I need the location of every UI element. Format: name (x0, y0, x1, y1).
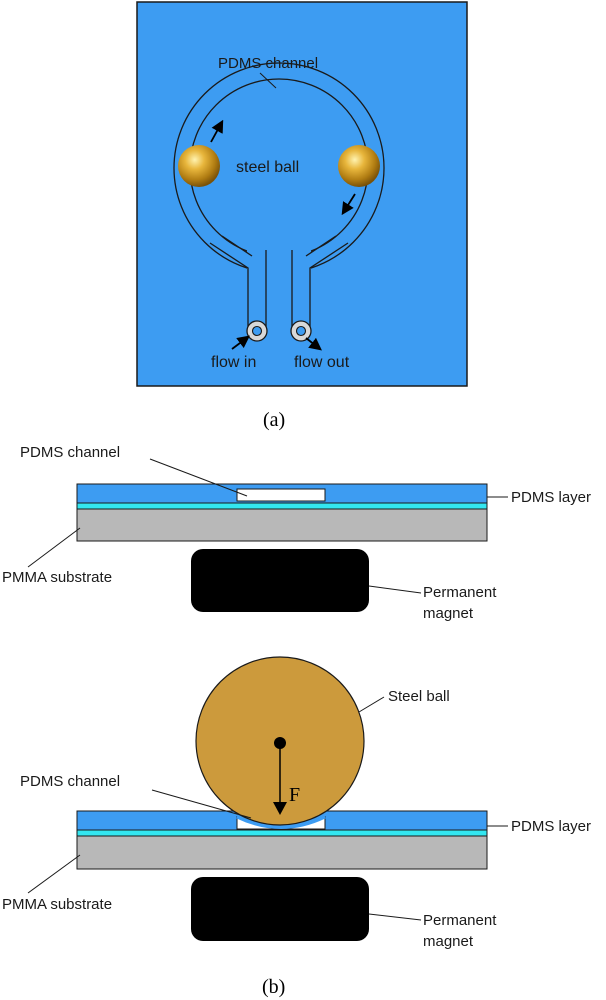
label-pdms-layer-b-bottom: PDMS layer (511, 818, 591, 835)
label-pmma-substrate-b-bottom: PMMA substrate (2, 896, 112, 913)
pmma-substrate-top (76, 508, 488, 542)
steel-ball-right (338, 145, 380, 187)
pdms-thin-layer-bottom (76, 829, 488, 837)
leader-ball-bottom (358, 696, 385, 713)
flow-in-arrow (231, 335, 251, 350)
label-magnet-b-top-line2: magnet (423, 605, 474, 622)
ball-center-dot (274, 737, 286, 749)
label-pdms-channel-b-top: PDMS channel (20, 444, 120, 461)
permanent-magnet-bottom (191, 877, 369, 941)
label-force: F (289, 784, 300, 806)
panel-a: PDMS channel steel ball flow in flow out… (136, 1, 468, 431)
caption-a: (a) (263, 409, 285, 431)
label-steel-ball-a: steel ball (236, 159, 299, 176)
inlet-channel (209, 242, 267, 330)
pdms-thin-layer-top (76, 502, 488, 510)
label-pdms-channel-b-bottom: PDMS channel (20, 773, 120, 790)
label-pdms-channel-a: PDMS channel (218, 55, 318, 72)
pdms-channel-top (236, 488, 326, 502)
leader-magnet-top (368, 585, 422, 594)
pmma-substrate-bottom (76, 835, 488, 870)
leader-substrate-top (27, 527, 81, 568)
leader-channel-bottom (151, 789, 252, 819)
flow-arrow-lower-right (341, 193, 356, 216)
leader-magnet-bottom (368, 913, 422, 921)
inlet-port (246, 320, 268, 342)
outlet-channel (291, 242, 349, 330)
label-magnet-b-top-line1: Permanent (423, 584, 497, 601)
flow-arrow-upper-left (210, 119, 224, 143)
panel-b-bottom: F Steel ball PDMS channel PDMS layer PMM… (2, 656, 591, 998)
label-magnet-b-bottom-line1: Permanent (423, 912, 497, 929)
force-arrow-head (273, 802, 287, 815)
leader-channel-top (149, 458, 248, 497)
leader-substrate-bottom (27, 854, 81, 894)
caption-b: (b) (262, 976, 285, 998)
label-flow-in: flow in (211, 354, 256, 371)
outlet-port (290, 320, 312, 342)
steel-ball-left (178, 145, 220, 187)
channel-label-leader (259, 72, 277, 89)
permanent-magnet-top (191, 549, 369, 612)
label-magnet-b-bottom-line2: magnet (423, 933, 474, 950)
label-pmma-substrate-b-top: PMMA substrate (2, 569, 112, 586)
label-steel-ball-b: Steel ball (388, 688, 450, 705)
panel-b-top: PDMS channel PDMS layer PMMA substrate P… (2, 444, 591, 622)
label-pdms-layer-b-top: PDMS layer (511, 489, 591, 506)
flow-out-arrow (305, 337, 322, 351)
label-flow-out: flow out (294, 354, 350, 371)
